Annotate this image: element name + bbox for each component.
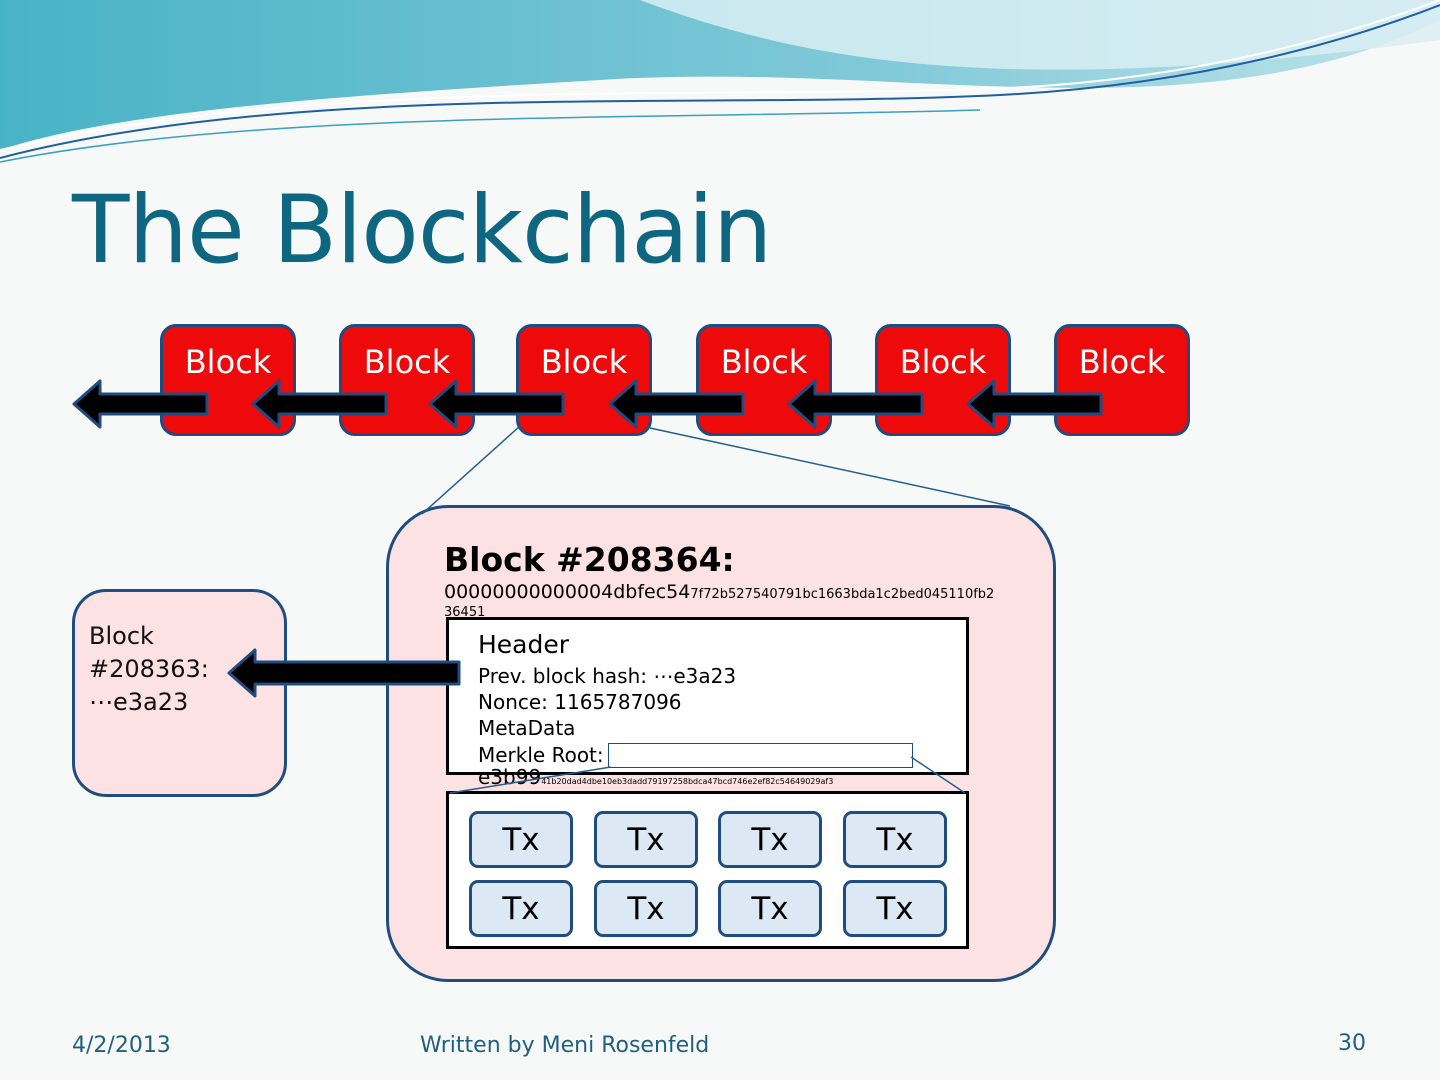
previous-block-number: #208363: bbox=[89, 655, 209, 683]
merkle-root-highlight bbox=[608, 743, 913, 768]
header-title: Header bbox=[478, 630, 570, 659]
transaction: Tx bbox=[469, 811, 573, 868]
transaction: Tx bbox=[718, 811, 822, 868]
chain-block: Block bbox=[1054, 324, 1190, 436]
footer-author: Written by Meni Rosenfeld bbox=[420, 1033, 710, 1058]
transaction: Tx bbox=[469, 880, 573, 937]
previous-block-panel: Block #208363: ⋯e3a23 bbox=[72, 589, 287, 797]
transaction: Tx bbox=[843, 880, 947, 937]
previous-block-label: Block bbox=[89, 622, 154, 650]
chain-block-label: Block bbox=[184, 343, 272, 381]
previous-block-hash: ⋯e3a23 bbox=[89, 688, 189, 716]
footer-date: 4/2/2013 bbox=[72, 1033, 171, 1058]
block-hash-suffix: 7f72b527540791bc1663bda1c2bed045110fb2 bbox=[690, 587, 995, 602]
nonce-field: Nonce: 1165787096 bbox=[478, 690, 682, 714]
block-hash-prefix: 00000000000004dbfec54 bbox=[444, 581, 691, 603]
chain-block-selected: Block bbox=[516, 324, 652, 436]
page-number: 30 bbox=[1338, 1031, 1366, 1056]
block-hash-wrap: 36451 bbox=[444, 605, 486, 620]
merkle-root-prefix: e3b99 bbox=[478, 765, 542, 789]
chain-block: Block bbox=[696, 324, 832, 436]
prev-block-hash-field: Prev. block hash: ⋯e3a23 bbox=[478, 664, 737, 688]
chain-block-label: Block bbox=[720, 343, 808, 381]
chain-block: Block bbox=[160, 324, 296, 436]
metadata-field: MetaData bbox=[478, 716, 576, 740]
chain-block-label: Block bbox=[540, 343, 628, 381]
header-wave-decoration bbox=[0, 0, 1440, 163]
zoom-connector-line bbox=[421, 425, 521, 515]
transaction: Tx bbox=[718, 880, 822, 937]
chain-block-label: Block bbox=[899, 343, 987, 381]
block-heading: Block #208364: bbox=[444, 540, 735, 579]
chain-block-label: Block bbox=[363, 343, 451, 381]
transaction: Tx bbox=[594, 811, 698, 868]
chain-block: Block bbox=[875, 324, 1011, 436]
chain-block-label: Block bbox=[1078, 343, 1166, 381]
chain-block: Block bbox=[339, 324, 475, 436]
transaction: Tx bbox=[843, 811, 947, 868]
zoom-connector-line bbox=[649, 427, 1011, 507]
transaction: Tx bbox=[594, 880, 698, 937]
block-hash: 00000000000004dbfec547f72b527540791bc166… bbox=[444, 581, 994, 603]
merkle-root-label: Merkle Root: bbox=[478, 743, 604, 767]
merkle-root-value: e3b9941b20dad4dbe10eb3dadd79197258bdca47… bbox=[478, 765, 833, 789]
page-title: The Blockchain bbox=[72, 176, 772, 285]
merkle-root-suffix: 41b20dad4dbe10eb3dadd79197258bdca47bcd74… bbox=[541, 777, 834, 786]
